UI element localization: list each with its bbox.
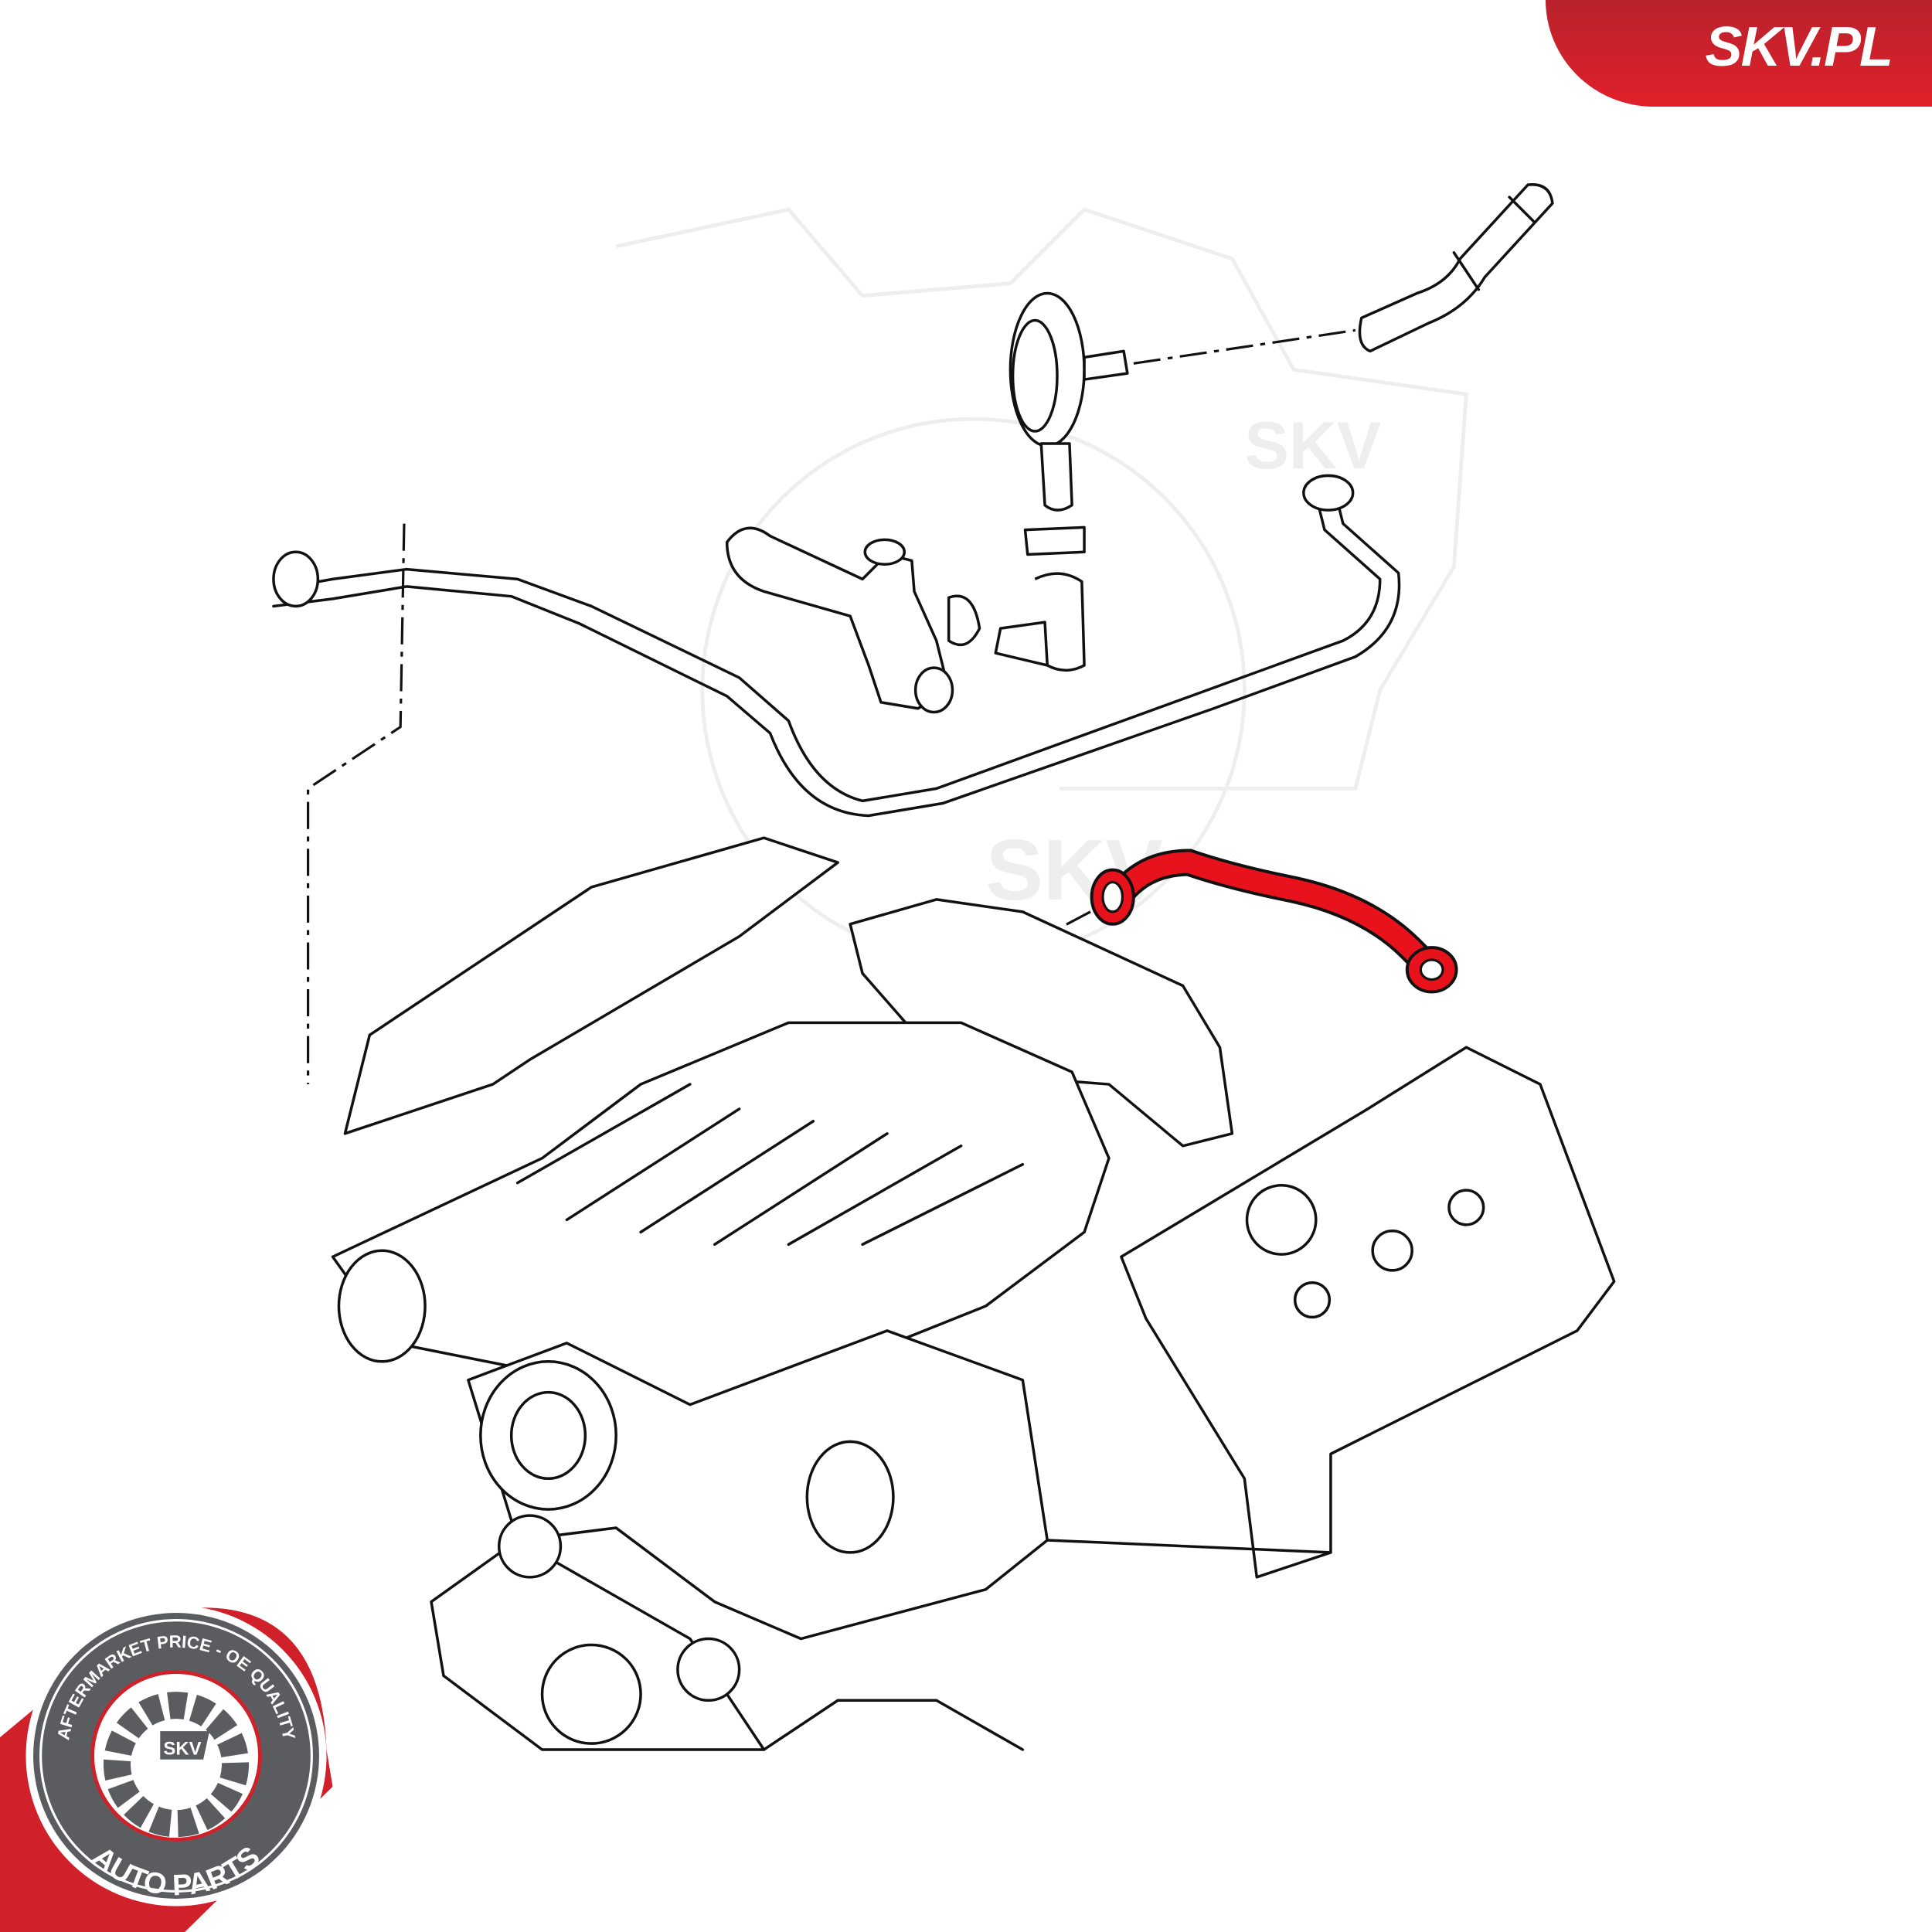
watermark-text: SKV (1244, 409, 1381, 483)
skv-quality-badge: SKV AFTERMARKET PRICE - OE QUALITY AUTO … (0, 1605, 333, 1932)
vent-pipe (272, 474, 1401, 818)
t-connector (725, 526, 981, 714)
highlighted-breather-hose (1090, 849, 1458, 994)
breather-valve (994, 291, 1129, 672)
badge-center-text: SKV (163, 1738, 201, 1759)
upper-hose (1358, 183, 1554, 353)
skv-logo-banner[interactable]: SKV.PL (1546, 0, 1932, 107)
engine-block (331, 836, 1616, 1751)
site-label: SKV.PL (1705, 16, 1893, 78)
